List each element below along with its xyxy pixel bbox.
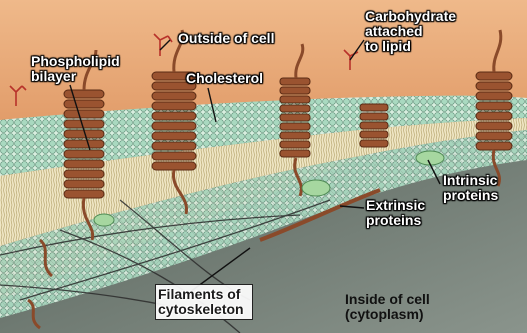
label-carbohydrate: Carbohydrate attached to lipid xyxy=(365,9,456,54)
label-phospholipid-line1: Phospholipid xyxy=(31,54,120,69)
label-filaments-line2: cytoskeleton xyxy=(158,302,244,317)
label-extrinsic-proteins: Extrinsic proteins xyxy=(366,198,425,228)
label-carbohydrate-line3: to lipid xyxy=(365,39,456,54)
label-cholesterol: Cholesterol xyxy=(186,71,263,85)
label-carbohydrate-line2: attached xyxy=(365,24,456,39)
label-intrinsic-line1: Intrinsic xyxy=(443,173,498,188)
label-extrinsic-line1: Extrinsic xyxy=(366,198,425,213)
label-filaments-line1: Filaments of xyxy=(158,287,244,302)
label-inside-line1: Inside of cell xyxy=(345,292,430,307)
label-outside-of-cell: Outside of cell xyxy=(178,31,274,45)
label-carbohydrate-line1: Carbohydrate xyxy=(365,9,456,24)
label-phospholipid-bilayer: Phospholipid bilayer xyxy=(31,54,120,84)
label-inside-line2: (cytoplasm) xyxy=(345,307,430,322)
label-intrinsic-proteins: Intrinsic proteins xyxy=(443,173,498,203)
label-extrinsic-line2: proteins xyxy=(366,213,425,228)
label-phospholipid-line2: bilayer xyxy=(31,69,120,84)
label-filaments-of-cytoskeleton: Filaments of cytoskeleton xyxy=(158,287,244,317)
label-intrinsic-line2: proteins xyxy=(443,188,498,203)
label-inside-of-cell: Inside of cell (cytoplasm) xyxy=(345,292,430,322)
